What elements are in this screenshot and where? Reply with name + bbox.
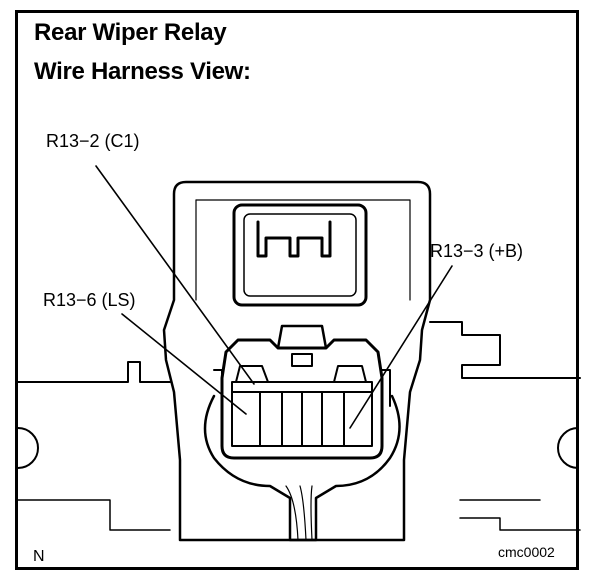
leader-plus-b [349,265,453,429]
corner-mark: N [33,548,45,565]
plug-lock-left [235,365,269,383]
upper-socket-inner [243,213,357,297]
plug-top-tab [276,324,328,350]
bracket-left [17,361,171,383]
harness-boot [203,394,401,542]
bracket-right-lower [459,517,581,531]
bracket-right-notch [557,427,579,469]
diagram-title-line2: Wire Harness View: [34,58,251,85]
bracket-left-lower [17,499,171,531]
harness-wires [285,485,313,541]
bracket-left-notch [17,427,39,469]
leader-ls [121,313,247,415]
bracket-right [429,321,581,379]
upper-socket-key [256,220,332,258]
callout-plus-b: R13−3 (+B) [430,241,524,261]
callout-c1: R13−2 (C1) [46,131,140,151]
figure-code: cmc0002 [498,544,555,560]
upper-socket-outer [232,203,368,307]
leader-c1 [95,165,255,385]
callout-ls: R13−6 (LS) [43,290,136,310]
plug-side-right [381,369,391,407]
relay-body-outline [162,180,432,542]
figure-frame [15,10,579,570]
plug-housing-outer [220,338,384,460]
relay-body-inner [195,199,411,301]
diagram-title-line1: Rear Wiper Relay [34,19,227,46]
plug-lock-right [333,365,367,383]
plug-center-latch [291,353,313,367]
